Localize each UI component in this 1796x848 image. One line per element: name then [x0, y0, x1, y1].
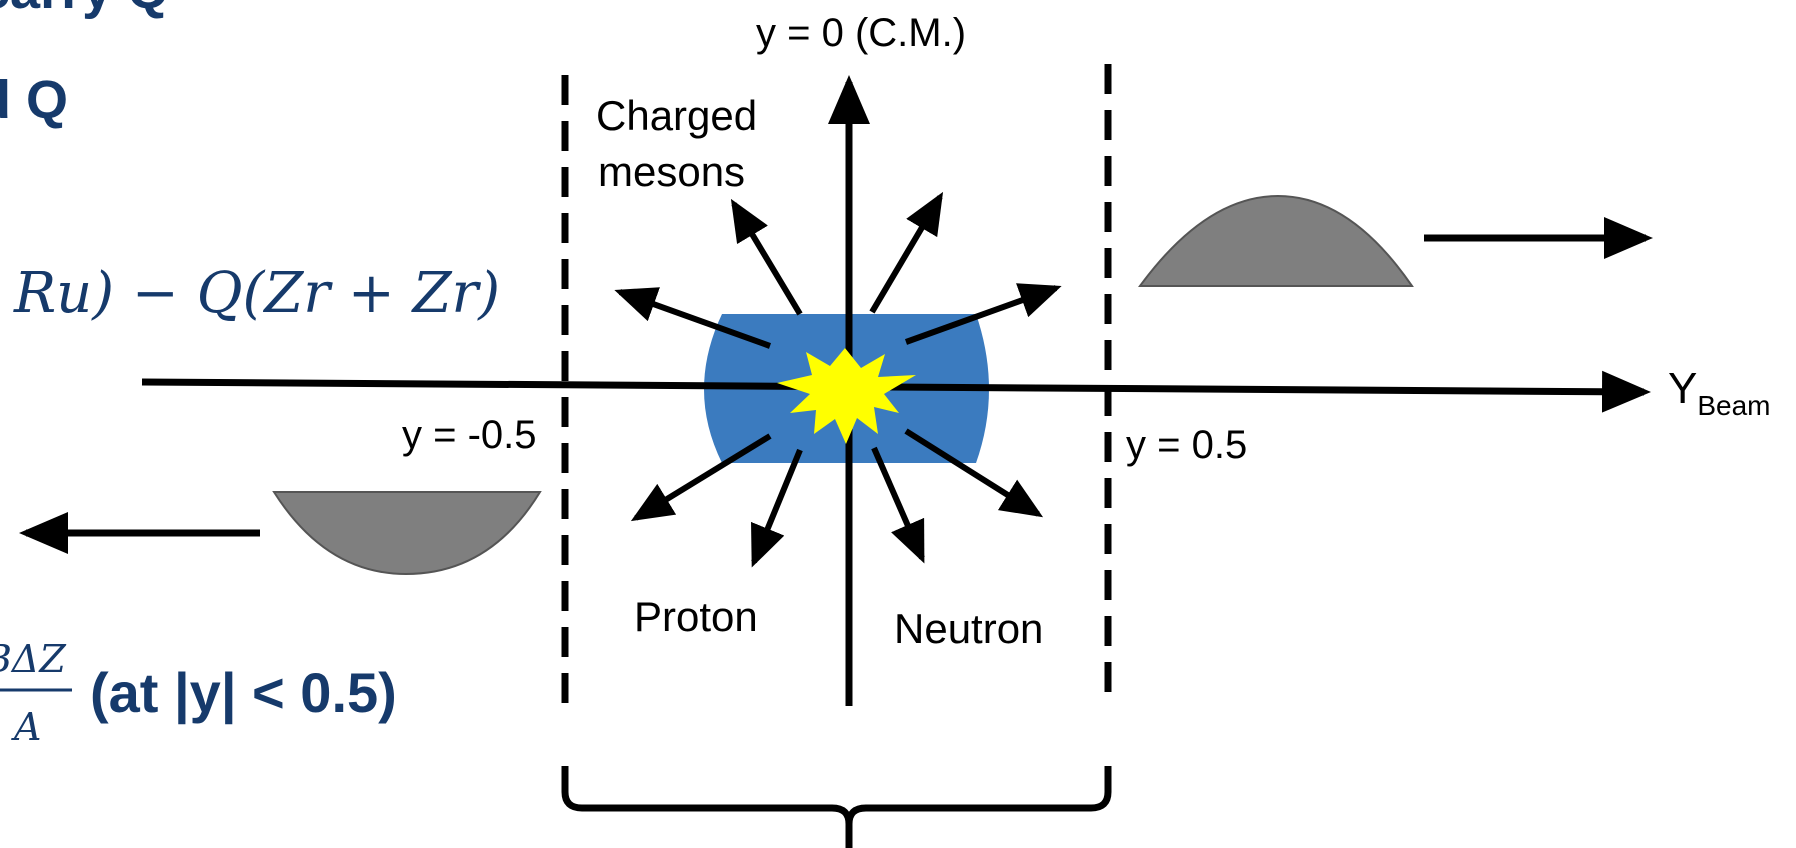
neutron-label: Neutron — [894, 605, 1043, 652]
spectator-left — [272, 491, 542, 576]
proton-label: Proton — [634, 593, 758, 640]
emission-arrow-down-right — [871, 446, 925, 564]
emission-arrow-lower-right — [904, 428, 1044, 518]
formula-fraction-denominator: A — [11, 705, 41, 749]
emission-arrow-up-right — [869, 191, 944, 314]
emission-arrow-down-left — [751, 448, 803, 568]
emission-arrow-lower-left — [630, 433, 772, 522]
emission-arrow-up-left — [730, 198, 803, 316]
charged-mesons-label-line2: mesons — [598, 148, 745, 195]
left-boundary-label: y = -0.5 — [402, 413, 537, 457]
formula-fraction-numerator: BΔZ — [0, 637, 66, 681]
formula-bottom-suffix: (at |y| < 0.5) — [90, 661, 397, 725]
spectator-right — [1138, 194, 1414, 287]
emission-arrow-upper-left — [614, 287, 772, 349]
slide-heading-line1: carry Q — [0, 0, 169, 20]
acceptance-brace — [561, 766, 1112, 848]
slide-heading-line2: d Q — [0, 70, 68, 130]
cm-axis-label: y = 0 (C.M.) — [756, 11, 966, 55]
collision-flash — [777, 348, 916, 444]
beam-axis-label: YBeam — [1668, 364, 1771, 421]
emission-arrow-upper-right — [904, 283, 1062, 345]
formula-top: Ru) − Q(Zr + Zr) — [13, 261, 500, 326]
right-boundary-label: y = 0.5 — [1126, 423, 1247, 467]
charged-mesons-label-line1: Charged — [596, 92, 757, 139]
